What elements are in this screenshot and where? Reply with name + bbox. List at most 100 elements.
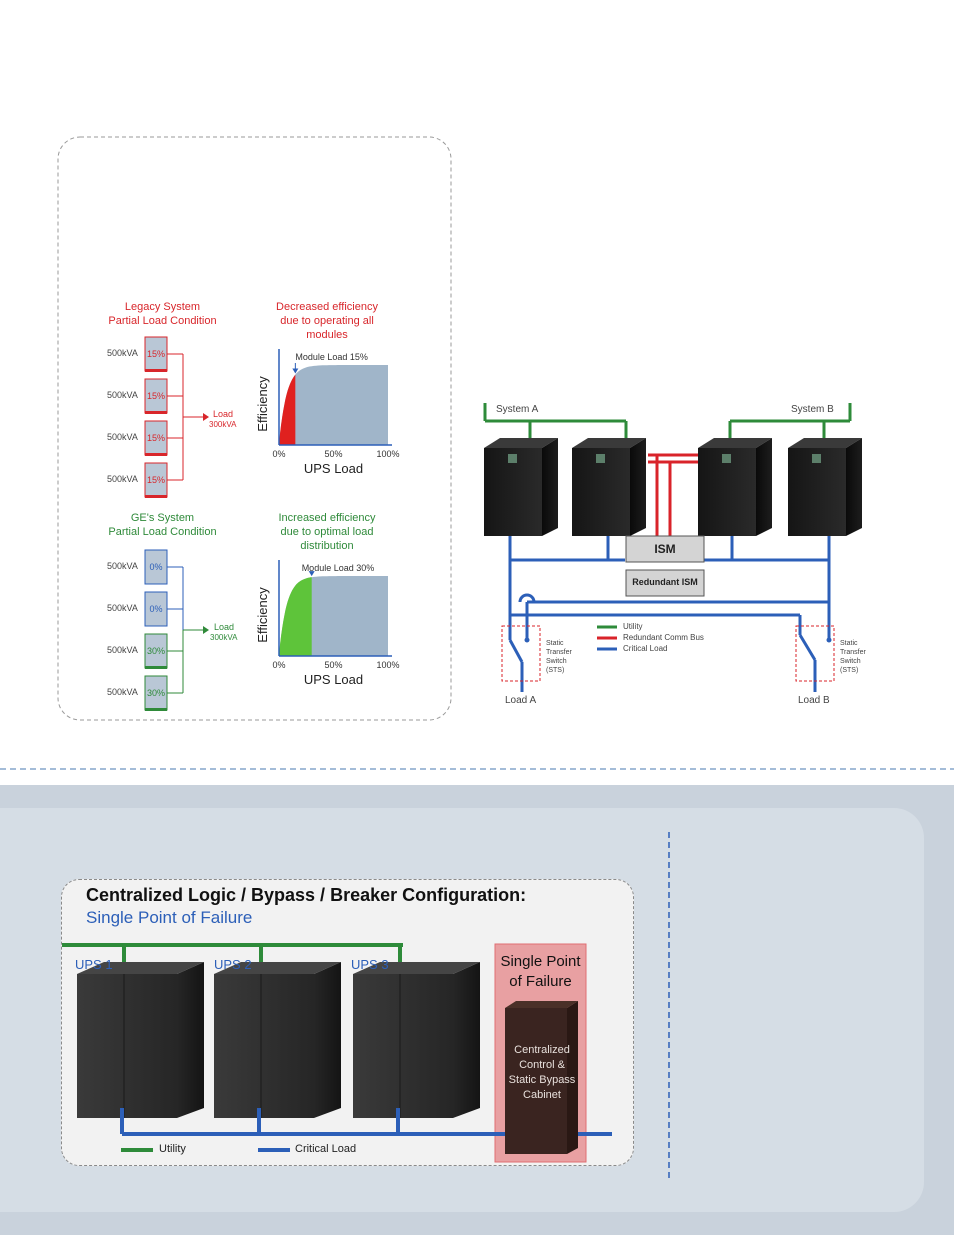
x-tick-label: 50% [324, 660, 342, 670]
legacy-chart-caption-line2: due to operating all [280, 315, 374, 327]
legacy-module-4 [144, 462, 168, 498]
ge-module-1-rating: 500kVA [107, 561, 138, 571]
sts-b-label-2: Transfer [840, 649, 866, 656]
system-b-label: System B [791, 404, 834, 415]
redundant-ism-box [625, 569, 705, 597]
legacy-efficiency-chart: Module Load 15% 0% 50% 100% UPS Load Efficien… [255, 349, 400, 476]
legacy-module-1-rating: 500kVA [107, 348, 138, 358]
ge-load-label-line2: 300kVA [210, 633, 238, 642]
ups-cabinet-a1 [484, 438, 558, 536]
crossover-hop [518, 593, 536, 603]
legacy-module-2-rating: 500kVA [107, 390, 138, 400]
spof-legend-critical-label: Critical Load [295, 1143, 357, 1155]
sts-a-label-2: Transfer [546, 649, 572, 656]
legend-comm-label: Redundant Comm Bus [623, 633, 704, 642]
ge-title-line2: Partial Load Condition [108, 526, 217, 538]
ge-module-4 [144, 675, 168, 711]
ge-chart-caption-line2: due to optimal load [280, 526, 374, 538]
load-b-label: Load B [798, 695, 830, 706]
spof-figure-subtitle: Single Point of Failure [86, 908, 253, 927]
critical-load-lines [508, 535, 831, 692]
ge-module-2-rating: 500kVA [107, 603, 138, 613]
x-axis-label: UPS Load [304, 461, 363, 476]
spof-label-line1: Single Point [500, 953, 581, 970]
cabinet-label-line1: Centralized [514, 1044, 570, 1056]
ups-3-label: UPS 3 [351, 957, 389, 972]
ge-module-4-load: 30% [146, 688, 165, 698]
cabinet-label-line4: Cabinet [523, 1089, 561, 1101]
cabinet-label-line2: Control & [519, 1059, 565, 1071]
legacy-title-line2: Partial Load Condition [108, 315, 217, 327]
system-a-label: System A [496, 404, 539, 415]
ism-box [625, 535, 705, 563]
ge-module-4-rating: 500kVA [107, 687, 138, 697]
sts-a-contact [524, 637, 530, 643]
section-divider [0, 768, 954, 770]
legacy-module-2 [144, 378, 168, 414]
legacy-module-4-load: 15% [146, 475, 165, 485]
module-load-annotation: Module Load 30% [302, 563, 375, 573]
bottom-vertical-divider [668, 832, 670, 1182]
spof-legend-utility-label: Utility [159, 1143, 186, 1155]
sts-a-box [501, 625, 541, 682]
module-load-annotation: Module Load 15% [295, 352, 368, 362]
redundant-ism-label: Redundant ISM [632, 577, 698, 587]
spof-figure-title: Centralized Logic / Bypass / Breaker Con… [86, 885, 527, 905]
legacy-load-label-line1: Load [213, 409, 234, 419]
ge-module-2-load: 0% [149, 604, 163, 614]
legacy-module-1-load: 15% [146, 349, 165, 359]
ups-2-label: UPS 2 [214, 957, 252, 972]
sts-b-contact [826, 637, 832, 643]
x-tick-label: 100% [376, 660, 399, 670]
legacy-connector [167, 353, 203, 481]
ge-efficiency-chart: Module Load 30% 0% 50% 100% UPS Load Efficien… [255, 560, 400, 687]
load-a-label: Load A [505, 695, 537, 706]
legacy-load-label-line2: 300kVA [209, 420, 237, 429]
sts-b-label-4: (STS) [840, 667, 859, 674]
x-tick-label: 0% [272, 660, 285, 670]
ups-cabinet-b2 [788, 438, 862, 536]
redundant-comm-bus-lines [648, 453, 698, 537]
annotation-arrowhead [308, 571, 315, 577]
ups-cabinet-a2 [572, 438, 646, 536]
sts-b-box [795, 625, 835, 682]
legacy-module-3-rating: 500kVA [107, 432, 138, 442]
left-panel-border [57, 136, 452, 721]
ge-module-3-rating: 500kVA [107, 645, 138, 655]
ge-chart-caption-line1: Increased efficiency [278, 512, 376, 524]
ge-chart-caption-line3: distribution [300, 540, 354, 552]
ups-2-cabinet [214, 962, 341, 1118]
legacy-chart-caption-line1: Decreased efficiency [276, 301, 378, 313]
ups-1-cabinet [77, 962, 204, 1118]
spof-label-line2: of Failure [509, 973, 572, 990]
ups-3-cabinet [353, 962, 480, 1118]
y-axis-label: Efficiency [255, 376, 270, 432]
ge-load-arrow [203, 626, 209, 634]
ge-load-label-line1: Load [214, 622, 235, 632]
sts-b-label-3: Switch [840, 658, 861, 665]
ge-module-1-load: 0% [149, 562, 163, 572]
x-axis-label: UPS Load [304, 672, 363, 687]
x-tick-label: 100% [376, 449, 399, 459]
legacy-chart-caption-line3: modules [306, 329, 348, 341]
centralized-bypass-cabinet [505, 1001, 578, 1154]
ge-connector [167, 566, 203, 694]
x-tick-label: 0% [272, 449, 285, 459]
legacy-module-4-rating: 500kVA [107, 474, 138, 484]
legacy-module-3-load: 15% [146, 433, 165, 443]
legend-utility-label: Utility [623, 622, 643, 631]
cabinet-label-line3: Static Bypass [508, 1074, 576, 1086]
annotation-arrowhead [292, 368, 299, 374]
y-axis-label: Efficiency [255, 587, 270, 643]
ups-cabinet-b1 [698, 438, 772, 536]
legacy-modules-diagram [144, 336, 209, 711]
sts-b-label-1: Static [840, 640, 858, 647]
legacy-module-2-load: 15% [146, 391, 165, 401]
operating-point-fill [279, 577, 312, 656]
ge-module-3-load: 30% [146, 646, 165, 656]
x-tick-label: 50% [324, 449, 342, 459]
sts-a-label-1: Static [546, 640, 564, 647]
sts-a-label-3: Switch [546, 658, 567, 665]
ism-label: ISM [654, 542, 676, 556]
